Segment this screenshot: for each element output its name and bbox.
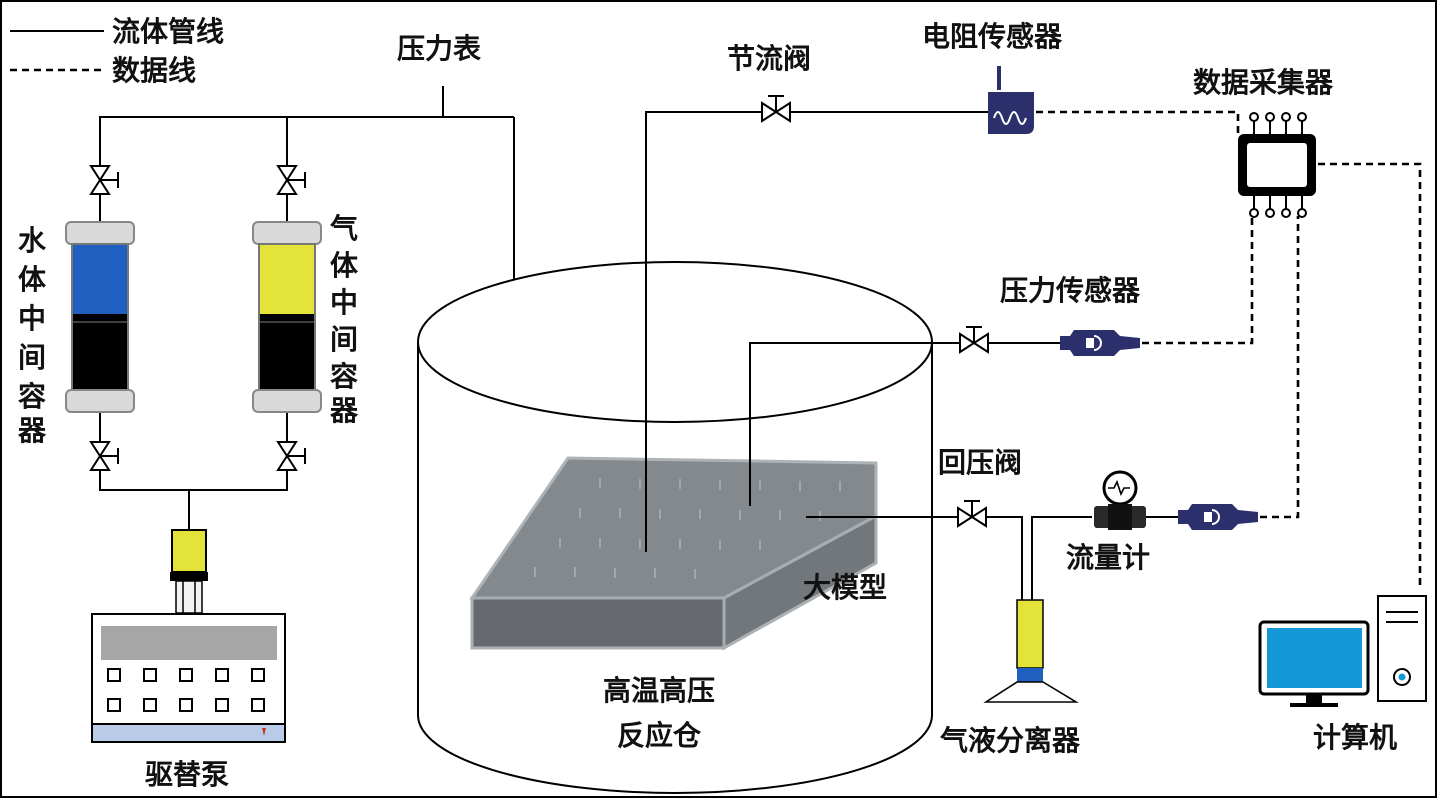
valve-water-top[interactable] — [89, 165, 119, 195]
pump-buttons — [107, 668, 265, 712]
gas-intermediate-container — [252, 221, 322, 413]
svg-text:气: 气 — [329, 212, 358, 245]
daq-bottom-pins — [1249, 196, 1307, 218]
resistance-sensor[interactable] — [988, 66, 1034, 134]
pressure-sensor-upper[interactable] — [1060, 330, 1140, 356]
gas-liquid-separator[interactable] — [983, 599, 1079, 703]
flow-meter-label: 流量计 — [1066, 541, 1150, 574]
model-front-face — [470, 596, 726, 650]
svg-text:器: 器 — [329, 394, 359, 427]
data-acquisition-unit[interactable] — [1238, 112, 1316, 218]
svg-text:中: 中 — [330, 286, 358, 319]
pressure-sensor-label: 压力传感器 — [1000, 274, 1141, 307]
model-side-face — [722, 513, 878, 651]
data-line-pressure-upper — [1142, 216, 1254, 345]
legend-fluid-line-label: 流体管线 — [112, 15, 224, 48]
resistance-sensor-label: 电阻传感器 — [922, 20, 1063, 53]
water-fluid — [72, 244, 128, 314]
pressure-sensor-lower[interactable] — [1178, 504, 1258, 530]
valve-gas-bottom[interactable] — [276, 441, 306, 471]
water-piston — [72, 314, 128, 390]
flow-meter[interactable] — [1094, 470, 1146, 530]
pipe-outlet — [806, 516, 1023, 612]
pump-base — [91, 723, 286, 743]
model-wells — [534, 478, 841, 579]
pipe-resistance-probe — [645, 111, 988, 552]
monitor-screen — [1267, 628, 1362, 688]
svg-text:水: 水 — [18, 224, 47, 257]
back-pressure-valve-label: 回压阀 — [938, 446, 1022, 479]
data-line-computer — [1318, 162, 1422, 590]
water-container-label: 水 体 中 间 容 器 — [17, 224, 47, 447]
legend-data-line-label: 数据线 — [112, 54, 196, 87]
pump-indicator-icon — [262, 728, 266, 736]
fluid-pipes-right — [645, 111, 1178, 612]
svg-text:容: 容 — [330, 360, 358, 393]
pump-cylinder — [171, 529, 207, 573]
gas-piston — [259, 314, 315, 390]
reactor-label-line1: 高温高压 — [603, 674, 715, 707]
svg-text:容: 容 — [18, 380, 46, 413]
pipe-bottom-manifold — [99, 470, 288, 491]
data-line-resistance — [1036, 110, 1240, 134]
pressure-line-valve[interactable] — [959, 326, 989, 354]
pump-label: 驱替泵 — [145, 758, 229, 791]
computer[interactable] — [1258, 595, 1427, 707]
big-model-label: 大模型 — [803, 571, 887, 604]
displacement-pump[interactable] — [91, 529, 286, 743]
legend: 流体管线 数据线 — [10, 15, 224, 87]
svg-text:中: 中 — [18, 302, 46, 335]
reactor-label-line2: 反应仓 — [617, 719, 702, 752]
svg-text:器: 器 — [17, 414, 47, 447]
gas-fluid — [259, 244, 315, 314]
throttle-valve[interactable] — [761, 95, 791, 123]
big-model — [469, 456, 878, 651]
svg-text:间: 间 — [330, 323, 358, 356]
separator-funnel — [983, 681, 1079, 703]
svg-text:间: 间 — [18, 341, 46, 374]
svg-text:体: 体 — [330, 249, 359, 282]
water-intermediate-container — [65, 221, 135, 413]
data-acquisition-label: 数据采集器 — [1193, 66, 1334, 99]
resistance-sensor-icon — [988, 92, 1034, 134]
valve-water-bottom[interactable] — [89, 441, 119, 471]
pipe-top-manifold — [99, 116, 288, 140]
gas-container-label: 气 体 中 间 容 器 — [329, 212, 359, 427]
data-lines — [1036, 110, 1422, 590]
data-line-pressure-lower — [1260, 216, 1300, 519]
pipe-pressure-probe — [749, 342, 1060, 506]
separator-label: 气液分离器 — [939, 724, 1081, 757]
throttle-valve-label: 节流阀 — [727, 42, 811, 75]
back-pressure-valve[interactable] — [957, 500, 987, 528]
svg-text:体: 体 — [18, 263, 47, 296]
pressure-gauge-label: 压力表 — [397, 32, 481, 65]
computer-label: 计算机 — [1313, 721, 1397, 754]
pipe-separator-return — [1031, 516, 1092, 612]
valve-gas-top[interactable] — [276, 165, 306, 195]
daq-top-pins — [1249, 112, 1307, 134]
pump-display-panel — [101, 626, 277, 660]
